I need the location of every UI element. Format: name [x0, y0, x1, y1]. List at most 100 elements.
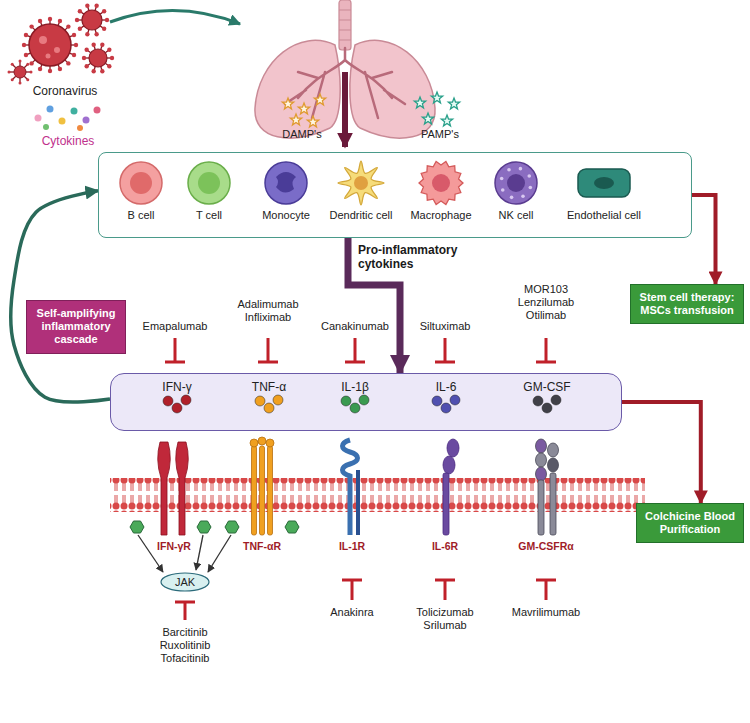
- cytokine-dots: [77, 125, 83, 131]
- drug-label: MOR103 Lenzilumab Otilimab: [511, 283, 581, 323]
- cytokine-molecule: [163, 396, 173, 406]
- lungs-illustration: [255, 40, 340, 138]
- pamp-stars: [414, 92, 459, 126]
- drug-label: Barcitinib Ruxolitinib Tofacitinib: [150, 626, 220, 666]
- node-text: Stem cell therapy: MSCs transfusion: [635, 291, 739, 317]
- cytokine-molecule: [359, 395, 369, 405]
- pamp-stars: [414, 97, 425, 108]
- jak-outline: [161, 573, 209, 591]
- cell-node: Macrophage: [405, 157, 477, 222]
- label-text: DAMP's: [270, 128, 334, 141]
- virus-spikes: [107, 48, 111, 52]
- virus-spikes: [24, 33, 28, 37]
- coronavirus-illustration: [89, 49, 107, 67]
- cytokine-node: IFN-γ: [141, 380, 213, 414]
- cytokine-molecule: [181, 395, 191, 405]
- cell-illustration: [594, 177, 614, 189]
- cell-illustration: [480, 157, 552, 209]
- cell-illustration: [188, 162, 230, 204]
- tnf-receptor: [260, 446, 265, 535]
- node-text: IL-6: [410, 380, 482, 394]
- damp-stars: [314, 94, 325, 105]
- il1-receptor: [343, 440, 358, 535]
- cell-illustration: [198, 172, 220, 194]
- connector-arrow: [622, 402, 701, 503]
- cytokine-dots: [71, 108, 78, 115]
- tnf-receptor: [268, 446, 273, 535]
- virus-spikes: [105, 18, 109, 22]
- inhibitor-symbols: [345, 338, 365, 362]
- therapy-box: Stem cell therapy: MSCs transfusion: [630, 284, 744, 324]
- il6-receptor: [443, 473, 449, 535]
- cytokine-node: IL-1β: [319, 380, 391, 414]
- cell-illustration: [578, 169, 630, 197]
- cell-illustration: [529, 186, 533, 190]
- cell-illustration: [120, 162, 162, 204]
- cytokine-molecule: [172, 403, 182, 413]
- receptor-label: IFN-γR: [146, 540, 202, 553]
- cell-illustration: [432, 174, 450, 192]
- cytokine-dots: [43, 124, 49, 130]
- virus-spikes: [82, 56, 86, 60]
- cell-illustration: [354, 176, 368, 190]
- signal-hexagons: [285, 521, 299, 533]
- virus-spikes: [8, 71, 11, 74]
- lungs-illustration: [339, 0, 351, 50]
- virus-spikes: [94, 32, 98, 36]
- gmcsf-receptor: [550, 473, 556, 535]
- entry-arrow: [110, 10, 240, 24]
- drug-label: Canakinumab: [315, 320, 395, 333]
- immune-cell-panel: B cellT cellMonocyteDendritic cellMacrop…: [98, 152, 692, 238]
- cytokine-molecules: [319, 394, 391, 414]
- node-text: Endothelial cell: [558, 209, 650, 222]
- gmcsf-receptor: [538, 480, 544, 535]
- inhibitor-symbols: [258, 338, 278, 362]
- virus-spikes: [100, 69, 104, 73]
- edge-label: Pro-inflammatory cytokines: [358, 243, 466, 272]
- cell-node: NK cell: [480, 157, 552, 222]
- drug-label: Tolicizumab Srilumab: [408, 606, 482, 632]
- cytokine-molecule: [551, 395, 561, 405]
- cytokine-node: TNF-α: [233, 380, 305, 414]
- virus-spikes: [102, 27, 106, 31]
- cytokine-node: IL-6: [410, 380, 482, 414]
- cell-illustration: [507, 174, 525, 192]
- node-text: JAK: [160, 572, 210, 592]
- jak-arrows: [196, 535, 203, 570]
- node-text: Self-amplifying inflammatory cascade: [31, 307, 121, 347]
- cell-illustration: [419, 162, 463, 205]
- virus-spikes: [22, 43, 26, 47]
- ifn-receptor: [158, 442, 171, 535]
- virus-spikes: [78, 27, 82, 31]
- cell-illustration: [510, 196, 514, 200]
- node-text: Dendritic cell: [321, 209, 401, 222]
- virus-spikes: [29, 61, 33, 65]
- label-text: Cytokines: [28, 134, 108, 148]
- cell-illustration: [501, 188, 505, 192]
- cytokine-band: IFN-γTNF-αIL-1βIL-6GM-CSF: [110, 373, 622, 431]
- infection-arrow: [342, 72, 348, 147]
- inhibitor-symbols: [175, 602, 195, 620]
- cytokine-molecule: [264, 403, 274, 413]
- jak-ellipse: JAK: [160, 572, 210, 592]
- receptor-label: IL-1R: [324, 540, 380, 553]
- node-text: Macrophage: [405, 209, 477, 222]
- tnf-receptor: [252, 446, 257, 535]
- coronavirus-illustration: [29, 24, 71, 66]
- signal-hexagons: [130, 521, 299, 533]
- cell-illustration: [321, 157, 401, 209]
- virus-spikes: [94, 4, 98, 8]
- il6-receptor: [443, 456, 455, 474]
- virus-spikes: [91, 69, 95, 73]
- virus-spikes: [78, 9, 82, 13]
- pamp-stars: [448, 98, 459, 109]
- virus-spikes: [66, 24, 70, 28]
- cell-illustration: [495, 162, 537, 204]
- pamp-stars: [422, 113, 433, 124]
- coronavirus-illustration: [46, 54, 51, 59]
- jak-arrows: [208, 535, 231, 572]
- label-text: PAMP's: [408, 128, 472, 141]
- inhibitor-symbols: [536, 580, 556, 600]
- cytokine-dots: [35, 115, 42, 122]
